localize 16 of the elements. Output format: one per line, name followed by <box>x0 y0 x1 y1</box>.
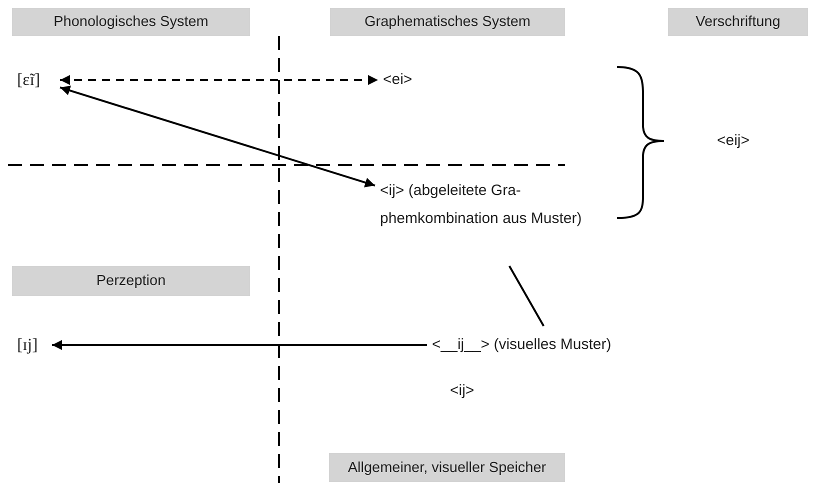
phonetic-transcription: [ɪj] <box>17 333 47 357</box>
double-headed-arrow <box>60 86 376 188</box>
section-header: Phonologisches System <box>12 8 250 36</box>
grapheme-text: <ei> <box>383 66 423 94</box>
section-header: Verschriftung <box>668 8 808 36</box>
phonetic-transcription: [ɛ̃ɪ] <box>17 68 55 92</box>
double-headed-arrow <box>60 75 378 85</box>
grapheme-text: <ij> (abgeleitete Gra- phemkombination aus Muster) <box>380 177 585 261</box>
section-header: Graphematisches System <box>330 8 565 36</box>
grapheme-text: <eij> <box>717 127 762 155</box>
connector-line <box>508 266 545 326</box>
grapheme-text: <ij> <box>450 377 486 405</box>
section-header: Perzeption <box>12 266 250 296</box>
section-header: Allgemeiner, visueller Speicher <box>329 453 565 482</box>
arrow <box>52 340 427 350</box>
grapheme-text: <__ij__> (visuelles Muster) <box>432 331 677 359</box>
